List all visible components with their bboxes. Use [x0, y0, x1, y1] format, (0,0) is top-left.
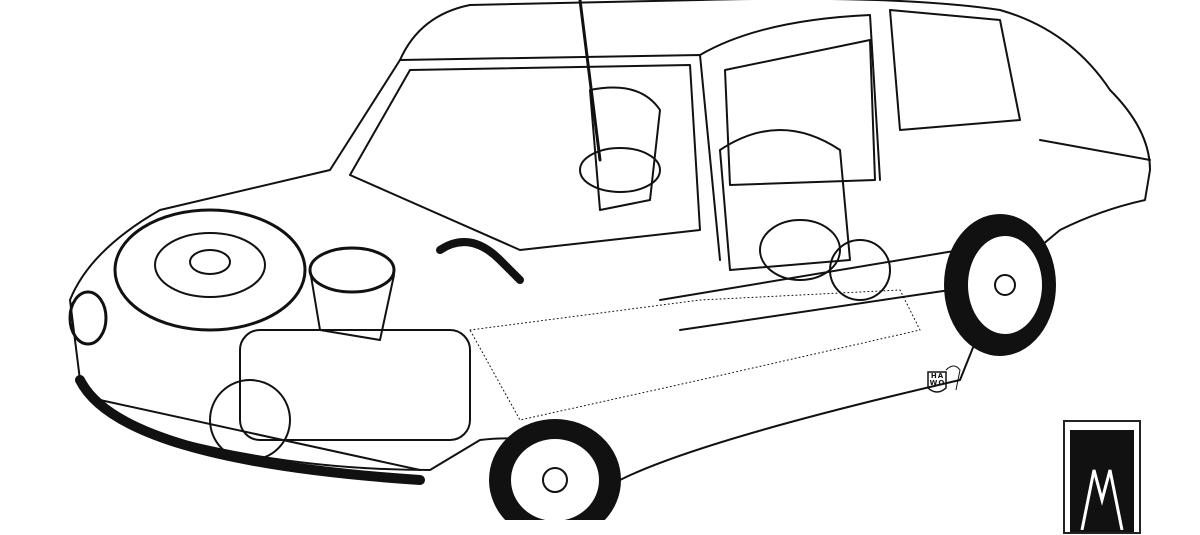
car-cutaway-illustration — [68, 0, 1151, 520]
seats-and-interior — [579, 86, 891, 301]
signature-text: HAWO — [929, 372, 946, 387]
rear-wheel — [944, 214, 1056, 356]
signature-shield-icon — [927, 365, 961, 393]
brand-logo — [1063, 420, 1141, 534]
front-wheel — [489, 419, 621, 520]
logo-mark-icon — [1080, 469, 1124, 531]
headlight — [68, 290, 108, 346]
shadow — [75, 375, 425, 485]
floor-pan-stipple — [469, 289, 921, 421]
car-body-outline — [69, 0, 1151, 481]
illustrator-signature: HAWO — [924, 362, 964, 398]
spare-wheel — [113, 208, 307, 332]
engine — [209, 238, 524, 461]
